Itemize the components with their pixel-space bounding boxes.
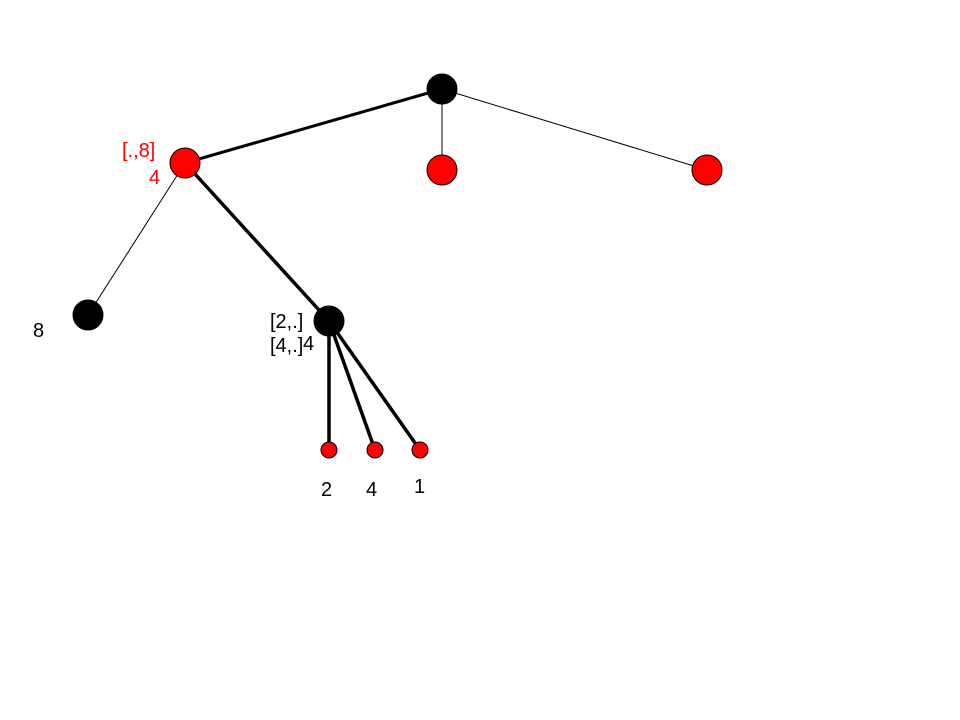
- edge-node-b-to-leaf-2: [327, 320, 377, 451]
- edge-root-to-right-child: [441, 88, 708, 171]
- edge-node-a-to-left-leaf: [87, 162, 186, 316]
- node-a: [169, 147, 201, 179]
- node-a-range-label: [.,8]: [122, 140, 155, 162]
- leaf-3: [411, 441, 429, 459]
- edge-node-b-to-leaf-3: [327, 319, 422, 452]
- middle-child-node: [426, 154, 458, 186]
- edge-node-a-to-node-b: [183, 161, 331, 323]
- leaf-2-value-label: 4: [366, 479, 377, 501]
- node-b: [313, 305, 345, 337]
- edge-root-to-node-a: [184, 87, 443, 165]
- leaf-1: [320, 441, 338, 459]
- leaf-2: [366, 441, 384, 459]
- node-a-value-label: 4: [149, 167, 160, 189]
- node-b-range-label-2: [4,.]: [270, 335, 303, 357]
- node-b-value-label: 4: [303, 333, 314, 355]
- left-leaf-value-label: 8: [33, 320, 44, 342]
- node-b-range-label-1: [2,.]: [270, 311, 303, 333]
- leaf-1-value-label: 2: [321, 479, 332, 501]
- leaf-3-value-label: 1: [414, 476, 425, 498]
- root-node: [426, 73, 458, 105]
- left-leaf-node: [72, 299, 104, 331]
- right-child-node: [691, 154, 723, 186]
